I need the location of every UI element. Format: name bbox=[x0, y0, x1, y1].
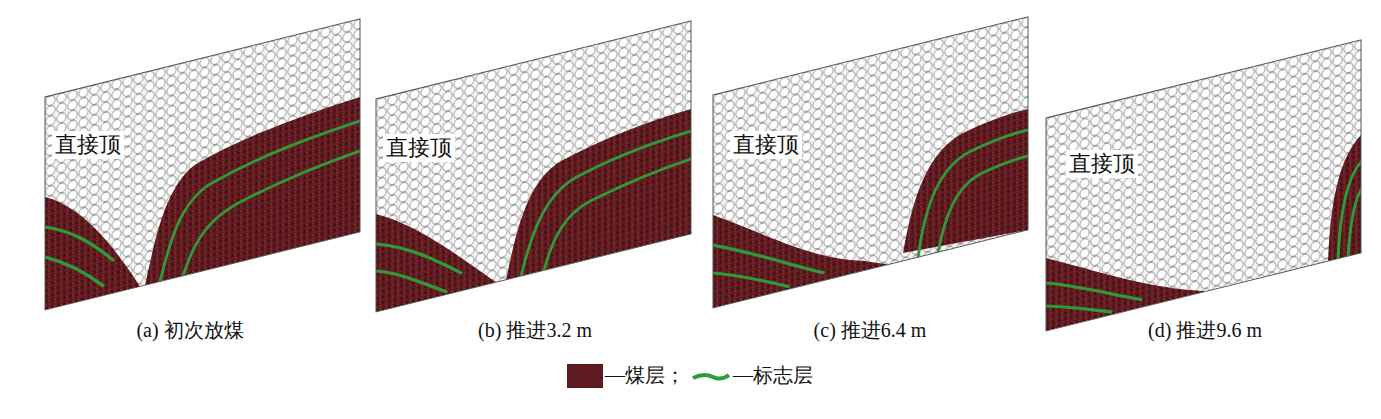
legend: —煤层； —标志层 bbox=[567, 362, 813, 389]
legend-line-sample bbox=[691, 369, 731, 383]
region-label: 直接顶 bbox=[383, 134, 455, 162]
legend-text: —煤层； bbox=[605, 362, 685, 389]
panel-caption: (a) 初次放煤 bbox=[136, 318, 243, 342]
region-label: 直接顶 bbox=[730, 131, 802, 159]
region-label: 直接顶 bbox=[52, 131, 124, 159]
panel-caption: (c) 推进6.4 m bbox=[814, 318, 927, 342]
region-label: 直接顶 bbox=[1066, 150, 1138, 178]
legend-swatch bbox=[567, 364, 603, 388]
panel-caption: (b) 推进3.2 m bbox=[478, 318, 592, 342]
panel-caption: (d) 推进9.6 m bbox=[1148, 318, 1262, 342]
legend-text: —标志层 bbox=[733, 362, 813, 389]
